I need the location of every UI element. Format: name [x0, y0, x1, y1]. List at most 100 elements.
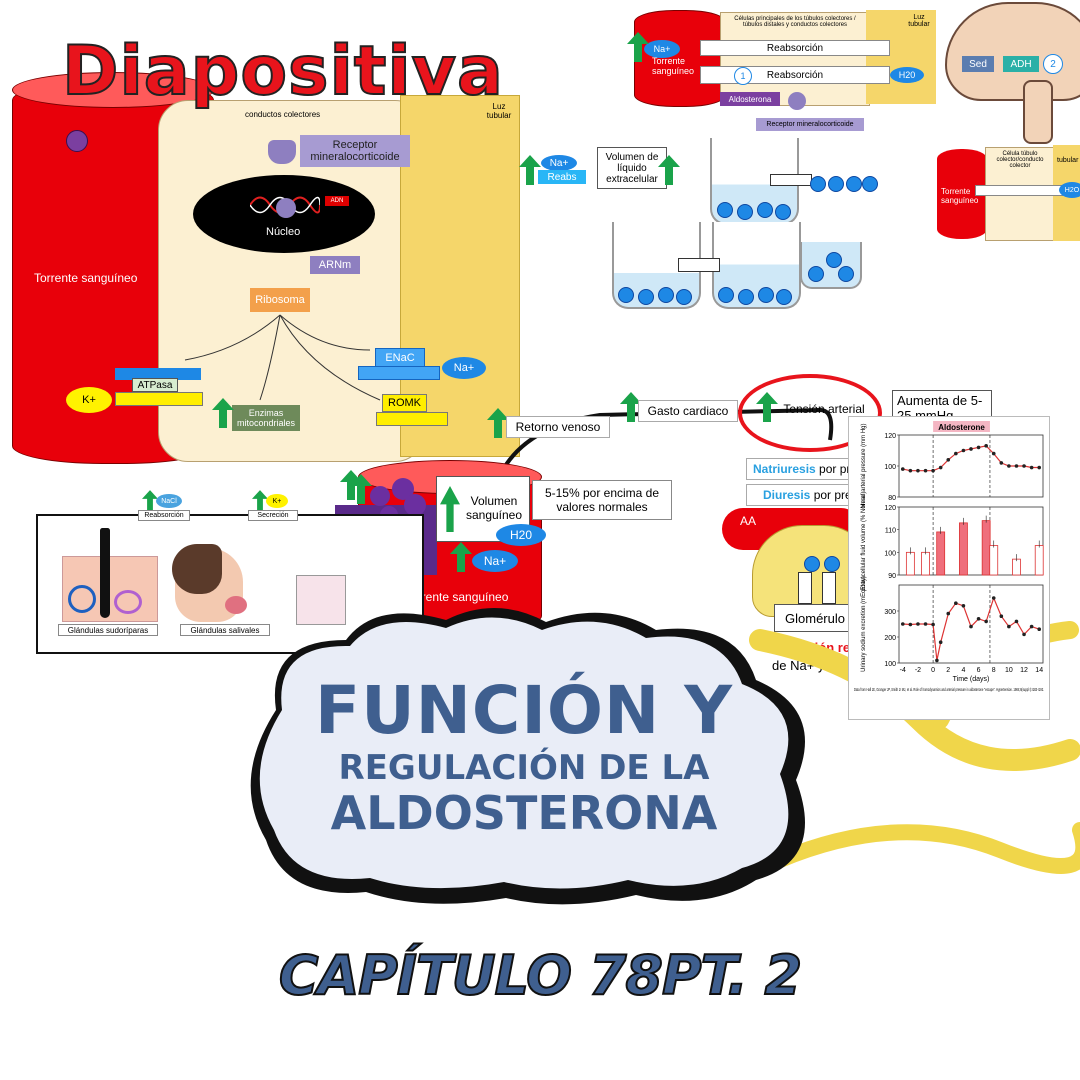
- enac-channel: ENaC: [375, 348, 425, 368]
- chart-point: [900, 467, 905, 471]
- tension-highlight: [738, 374, 882, 452]
- chart-point: [1037, 465, 1042, 470]
- tension-label: Tensión arterial: [783, 402, 865, 416]
- gland-reab-label: Reabsorción: [138, 510, 190, 521]
- chart-point: [908, 622, 913, 627]
- atpase-arrow-yellow: [115, 392, 203, 406]
- chart-point: [1007, 464, 1011, 468]
- chart-bar: [1012, 558, 1021, 576]
- chart-title: Aldosterone: [938, 423, 985, 432]
- lumen-label: Luz tubular: [486, 102, 512, 120]
- ecf-label: Volumen de líquido extracelular: [597, 147, 667, 189]
- romk-arrow: [376, 412, 448, 426]
- gland-secrecion-label: Secreción: [248, 510, 298, 521]
- cell-header: conductos colectores: [245, 110, 321, 119]
- cell-diagram: Torrente sanguíneo Luz tubular conductos…: [0, 60, 525, 470]
- inflow-arrow: [770, 174, 812, 186]
- chart-x-tick-label: 2: [946, 667, 950, 674]
- chart-point: [961, 448, 966, 453]
- right-cell-diagram: Torrente sanguíneo tubular Célula túbulo…: [935, 145, 1080, 241]
- cluster-dot: [370, 486, 390, 506]
- chart-y-tick-label: 120: [884, 433, 896, 440]
- title-line-1: FUNCIÓN Y: [314, 672, 734, 749]
- top-aldo: Aldosterona: [720, 92, 780, 106]
- blood-label: Torrente sanguíneo: [34, 271, 138, 285]
- chart-y-label: Extracellular fluid volume (% Normal): [861, 492, 867, 591]
- chart-point: [969, 624, 973, 629]
- chart-point: [1037, 627, 1042, 631]
- title-line-2: REGULACIÓN DE LA: [338, 748, 710, 788]
- protein-dot: [66, 130, 88, 152]
- transfer-arrow: [678, 258, 720, 272]
- chart-point: [1014, 619, 1019, 624]
- chart-point: [1029, 465, 1034, 470]
- up-arrow-icon: [519, 155, 541, 185]
- up-arrow-icon: [756, 392, 778, 422]
- title-cloud: [259, 617, 789, 889]
- top-blood-label: Torrente sanguíneo: [652, 56, 695, 76]
- chart-x-tick-label: 14: [1035, 667, 1043, 674]
- chart-y-tick-label: 100: [884, 550, 896, 557]
- receptor-shape: [268, 140, 296, 164]
- water-drop: [775, 204, 791, 220]
- chart-x-tick-label: 10: [1005, 667, 1013, 674]
- gasto-label: Gasto cardiaco: [638, 400, 738, 422]
- water-drop: [826, 252, 842, 268]
- chart-x-tick-label: 12: [1020, 667, 1028, 674]
- up-arrow-icon: [142, 490, 158, 512]
- top-na: Na+: [644, 40, 680, 58]
- chart-y-tick-label: 100: [884, 661, 896, 668]
- chart-point: [908, 468, 913, 473]
- chart-point: [1022, 632, 1026, 637]
- chart-point: [1022, 464, 1026, 468]
- water-drop: [718, 287, 734, 303]
- volume-na: Na+: [472, 550, 518, 572]
- up-arrow-icon: [450, 542, 472, 572]
- brain-illustration: Sed ADH 2: [945, 0, 1080, 144]
- romk-channel: ROMK: [382, 394, 427, 412]
- na-oval-enac: Na+: [442, 357, 486, 379]
- beaker-small-drops: [804, 252, 856, 282]
- chart-panel-frame: [898, 506, 1044, 576]
- middle-blood-label: Torrente sanguíneo: [405, 590, 509, 604]
- chart-bar: [989, 545, 999, 576]
- chart-y-tick-label: 200: [884, 635, 896, 642]
- chart-aldosterone-band: [933, 421, 990, 432]
- ribosome-label: Ribosoma: [250, 288, 310, 312]
- water-drop: [676, 289, 692, 305]
- glomerulus-drop: [804, 556, 820, 572]
- chart-bar: [1034, 545, 1044, 576]
- water-drop: [738, 289, 754, 305]
- water-drop: [638, 289, 654, 305]
- water-drop: [846, 176, 862, 192]
- water-drop: [808, 266, 824, 282]
- cell-sketch: [296, 575, 346, 625]
- aa-label: AA: [740, 514, 757, 528]
- enzymes-label: Enzimas mitocondriales: [232, 405, 300, 431]
- chart-x-label: Time (days): [953, 676, 990, 683]
- water-drop: [618, 287, 634, 303]
- top-reab-arrow-1: Reabsorción: [700, 40, 890, 56]
- up-arrow-icon: [627, 32, 649, 62]
- glomerulo-label: Glomérulo: [774, 604, 856, 632]
- chart-point: [984, 444, 988, 448]
- top-receptor-dot: [788, 92, 806, 110]
- beaker-top-drops: [715, 200, 795, 220]
- chart-point: [923, 468, 928, 473]
- chart-point: [916, 622, 920, 626]
- adh-label: ADH: [1003, 56, 1039, 72]
- water-drop: [658, 287, 674, 303]
- reabs-label: Reabs: [538, 170, 586, 184]
- right-caption: Célula túbulo colector/conducto colector: [996, 151, 1044, 169]
- volume-label: Volumen sanguíneo: [465, 494, 523, 522]
- chart-point: [976, 617, 981, 621]
- chart-point: [931, 468, 935, 473]
- chart-y-tick-label: 110: [885, 528, 896, 535]
- receptor-in-nucleus: [276, 198, 296, 218]
- chart-point: [976, 445, 981, 450]
- top-caption: Células principales de los túbulos colec…: [734, 16, 856, 28]
- chart-bar: [981, 520, 991, 576]
- volume-h2o: H20: [496, 524, 546, 546]
- top-lumen: [866, 10, 936, 104]
